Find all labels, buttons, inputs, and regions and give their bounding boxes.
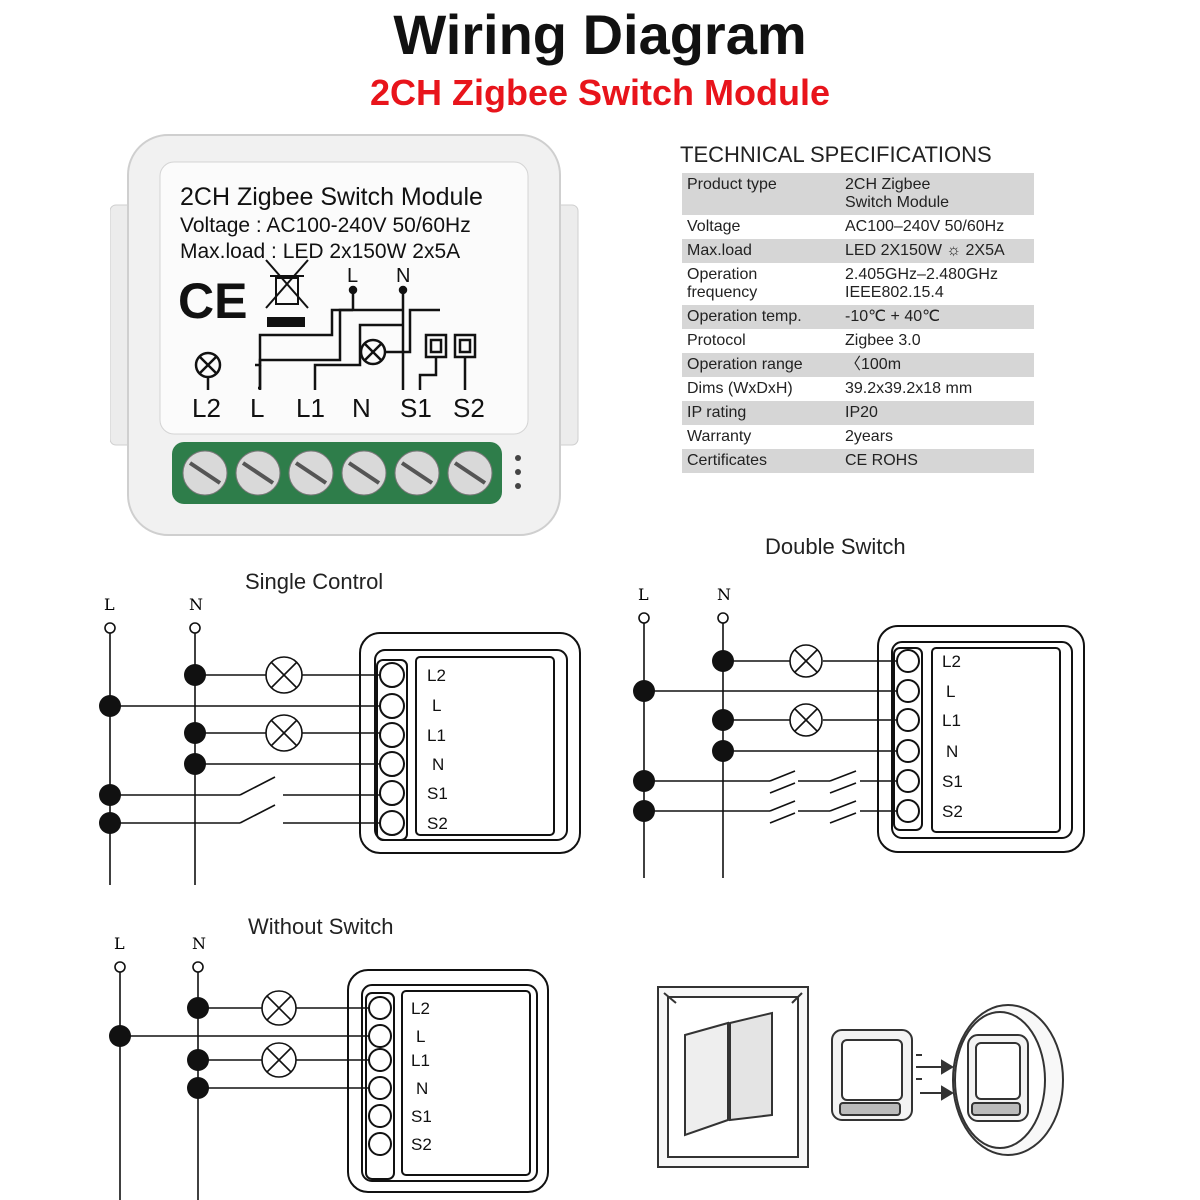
wall-switch-icon bbox=[657, 986, 809, 1168]
single-N-label: N bbox=[189, 595, 203, 614]
spec-key: Operation frequency bbox=[687, 266, 758, 301]
spec-row: Voltage AC100–240V 50/60Hz bbox=[682, 215, 1034, 239]
single-term-L1: L1 bbox=[427, 726, 446, 745]
spec-key: Voltage bbox=[687, 218, 741, 235]
spec-row: IP rating IP20 bbox=[682, 401, 1034, 425]
double-L-label: L bbox=[638, 585, 649, 604]
wall-box-icon bbox=[952, 1004, 1064, 1156]
single-term-L2: L2 bbox=[427, 666, 446, 685]
single-control-diagram: L N L2 L L1 N S1 S2 bbox=[99, 595, 581, 885]
spec-row: Certificates CE ROHS bbox=[682, 449, 1034, 473]
without-L-label: L bbox=[114, 934, 125, 953]
double-term-S2: S2 bbox=[942, 802, 963, 821]
module-terminal-label-L1: L1 bbox=[296, 393, 325, 423]
installation-illustration bbox=[657, 986, 1064, 1168]
single-L-label: L bbox=[104, 595, 115, 614]
module-top-label-L: L bbox=[347, 265, 358, 287]
without-N-label: N bbox=[192, 934, 206, 953]
single-term-L: L bbox=[432, 696, 441, 715]
double-switch-label: Double Switch bbox=[765, 534, 906, 559]
without-switch-label: Without Switch bbox=[248, 914, 394, 939]
module-label-line2: Voltage : AC100-240V 50/60Hz bbox=[180, 214, 471, 237]
module-terminal-label-L2: L2 bbox=[192, 393, 221, 423]
spec-heading: TECHNICAL SPECIFICATIONS bbox=[680, 142, 992, 167]
small-module-icon bbox=[831, 1029, 922, 1121]
without-term-N: N bbox=[416, 1079, 428, 1098]
module-terminal-label-L: L bbox=[250, 393, 264, 423]
module-label-line3: Max.load : LED 2x150W 2x5A bbox=[180, 240, 460, 263]
page-subtitle: 2CH Zigbee Switch Module bbox=[369, 72, 831, 113]
terminal-screws bbox=[182, 450, 493, 496]
page-title: Wiring Diagram bbox=[393, 3, 807, 66]
spec-row: Operation frequency 2.405GHz–2.480GHz IEE… bbox=[682, 263, 1034, 305]
spec-key: Max.load bbox=[687, 242, 752, 259]
without-term-S1: S1 bbox=[411, 1107, 432, 1126]
spec-key: Protocol bbox=[687, 332, 746, 349]
spec-key: Dims (WxDxH) bbox=[687, 380, 793, 397]
spec-key: Warranty bbox=[687, 428, 752, 445]
spec-value: Zigbee 3.0 bbox=[845, 332, 921, 349]
module-terminal-label-S1: S1 bbox=[400, 393, 432, 423]
spec-key: IP rating bbox=[687, 404, 747, 421]
spec-value: 2years bbox=[845, 428, 894, 445]
spec-value: LED 2X150W ☼ 2X5A bbox=[845, 242, 1005, 259]
spec-key: Certificates bbox=[687, 452, 768, 469]
spec-key: Operation range bbox=[687, 356, 803, 373]
double-N-label: N bbox=[717, 585, 731, 604]
spec-value: 2CH Zigbee Switch Module bbox=[845, 176, 950, 211]
spec-row: Dims (WxDxH) 39.2x39.2x18 mm bbox=[682, 377, 1034, 401]
double-term-L1: L1 bbox=[942, 711, 961, 730]
single-term-N: N bbox=[432, 755, 444, 774]
module-illustration: 2CH Zigbee Switch Module Voltage : AC100… bbox=[110, 134, 579, 536]
spec-value: -10℃ + 40℃ bbox=[845, 308, 941, 325]
module-schematic bbox=[194, 285, 477, 390]
spec-key: Operation temp. bbox=[687, 308, 802, 325]
spec-row: Operation temp. -10℃ + 40℃ bbox=[682, 305, 1034, 329]
spec-value: AC100–240V 50/60Hz bbox=[845, 218, 1005, 235]
spec-value: IP20 bbox=[845, 404, 878, 421]
without-term-S2: S2 bbox=[411, 1135, 432, 1154]
spec-row: Protocol Zigbee 3.0 bbox=[682, 329, 1034, 353]
double-term-S1: S1 bbox=[942, 772, 963, 791]
spec-value: 2.405GHz–2.480GHz IEEE802.15.4 bbox=[845, 266, 998, 301]
spec-row: Warranty 2years bbox=[682, 425, 1034, 449]
double-term-N: N bbox=[946, 742, 958, 761]
double-switch-diagram: L N L2 L L1 N S1 S2 bbox=[633, 585, 1085, 878]
spec-value: 〈100m bbox=[845, 356, 902, 373]
module-terminal-label-N: N bbox=[352, 393, 371, 423]
single-term-S2: S2 bbox=[427, 814, 448, 833]
without-term-L: L bbox=[416, 1027, 425, 1046]
spec-row: Max.load LED 2X150W ☼ 2X5A bbox=[682, 239, 1034, 263]
double-term-L: L bbox=[946, 682, 955, 701]
spec-key: Product type bbox=[687, 176, 777, 193]
spec-row: Operation range 〈100m bbox=[682, 353, 1034, 377]
weee-bin-icon bbox=[265, 259, 309, 327]
double-term-L2: L2 bbox=[942, 652, 961, 671]
ce-mark: CE bbox=[178, 273, 247, 329]
module-terminal-label-S2: S2 bbox=[453, 393, 485, 423]
spec-row: Product type 2CH Zigbee Switch Module bbox=[682, 173, 1034, 215]
module-label-line1: 2CH Zigbee Switch Module bbox=[180, 183, 483, 211]
without-term-L1: L1 bbox=[411, 1051, 430, 1070]
spec-value: CE ROHS bbox=[845, 452, 918, 469]
single-control-label: Single Control bbox=[245, 569, 384, 594]
without-switch-diagram: L N L2 L L1 N S1 S2 bbox=[109, 934, 549, 1200]
single-term-S1: S1 bbox=[427, 784, 448, 803]
without-term-L2: L2 bbox=[411, 999, 430, 1018]
module-top-label-N: N bbox=[396, 265, 410, 287]
spec-value: 39.2x39.2x18 mm bbox=[845, 380, 973, 397]
